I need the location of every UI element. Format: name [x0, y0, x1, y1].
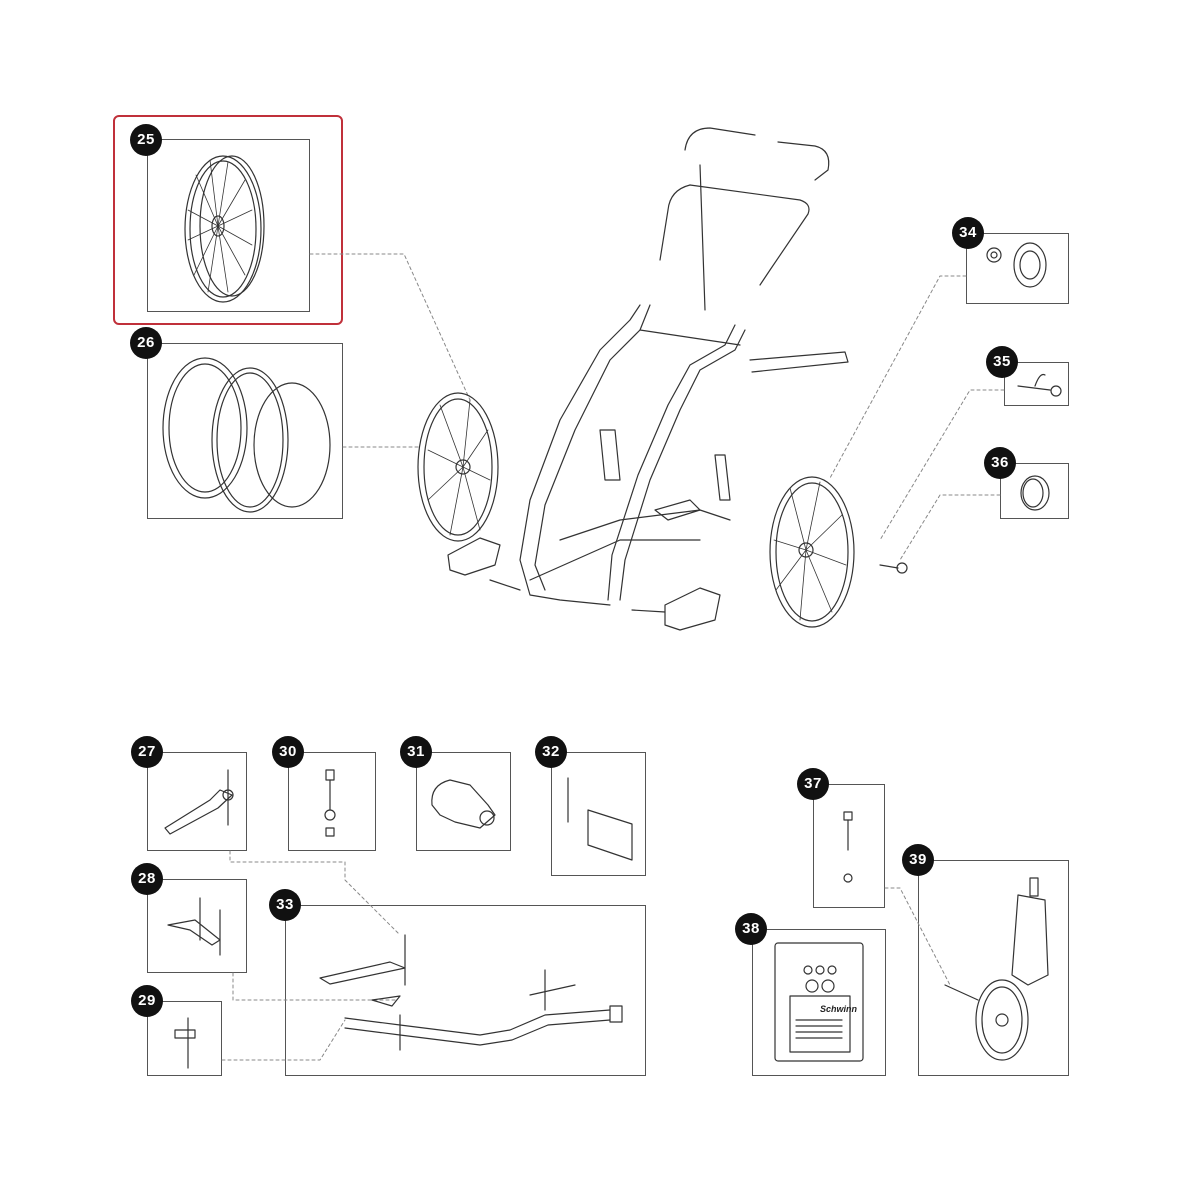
part-badge-39[interactable]: 39 — [902, 844, 934, 876]
part-31-clamp-drawing — [431, 779, 496, 829]
part-badge-30[interactable]: 30 — [272, 736, 304, 768]
part-38-box[interactable] — [752, 929, 886, 1076]
part-28-box[interactable] — [147, 879, 247, 973]
part-34-box[interactable] — [966, 233, 1069, 304]
part-badge-38[interactable]: 38 — [735, 913, 767, 945]
part-27-strap-drawing — [164, 769, 234, 835]
part-badge-31[interactable]: 31 — [400, 736, 432, 768]
chassis-handlebar-drawing — [659, 127, 830, 311]
part-25-wheel-drawing — [184, 155, 265, 303]
part-32-box[interactable] — [551, 752, 646, 876]
part-34-hub-drawing — [986, 242, 1047, 288]
part-badge-33[interactable]: 33 — [269, 889, 301, 921]
part-36-cap-drawing — [1020, 475, 1050, 511]
part-badge-36[interactable]: 36 — [984, 447, 1016, 479]
chassis-right-wheel-drawing — [769, 476, 908, 628]
part-32-flag-drawing — [567, 777, 633, 861]
part-badge-26[interactable]: 26 — [130, 327, 162, 359]
part-39-box[interactable] — [918, 860, 1069, 1076]
part-26-tire-drawing — [162, 357, 331, 513]
part-30-box[interactable] — [288, 752, 376, 851]
part-36-box[interactable] — [1000, 463, 1069, 519]
part-33-towbar-drawing — [319, 934, 623, 1051]
part-25-selection-frame[interactable] — [113, 115, 343, 325]
part-badge-27[interactable]: 27 — [131, 736, 163, 768]
chassis-frame-drawing — [519, 304, 849, 606]
part-badge-28[interactable]: 28 — [131, 863, 163, 895]
part-badge-32[interactable]: 32 — [535, 736, 567, 768]
part-31-box[interactable] — [416, 752, 511, 851]
part-39-wheel-drawing — [944, 877, 1049, 1061]
part-badge-25[interactable]: 25 — [130, 124, 162, 156]
part-badge-35[interactable]: 35 — [986, 346, 1018, 378]
chassis-brackets-drawing — [447, 499, 721, 631]
part-30-bolt-drawing — [324, 769, 336, 837]
part-27-box[interactable] — [147, 752, 247, 851]
part-29-pin-drawing — [174, 1017, 196, 1069]
part-35-box[interactable] — [1004, 362, 1069, 406]
leader-lines — [221, 253, 1005, 1061]
part-35-pin-drawing — [1017, 373, 1062, 397]
chassis-left-wheel-drawing — [417, 392, 499, 542]
part-28-bracket-drawing — [167, 897, 221, 956]
part-33-box[interactable] — [285, 905, 646, 1076]
kit-brand-text: Schwinn — [820, 1004, 858, 1014]
part-37-box[interactable] — [813, 784, 885, 908]
part-38-card-drawing — [774, 942, 864, 1062]
part-badge-29[interactable]: 29 — [131, 985, 163, 1017]
part-29-box[interactable] — [147, 1001, 222, 1076]
part-37-bolt-drawing — [843, 811, 853, 883]
part-25-box[interactable] — [147, 139, 310, 312]
part-badge-37[interactable]: 37 — [797, 768, 829, 800]
part-26-box[interactable] — [147, 343, 343, 519]
part-badge-34[interactable]: 34 — [952, 217, 984, 249]
